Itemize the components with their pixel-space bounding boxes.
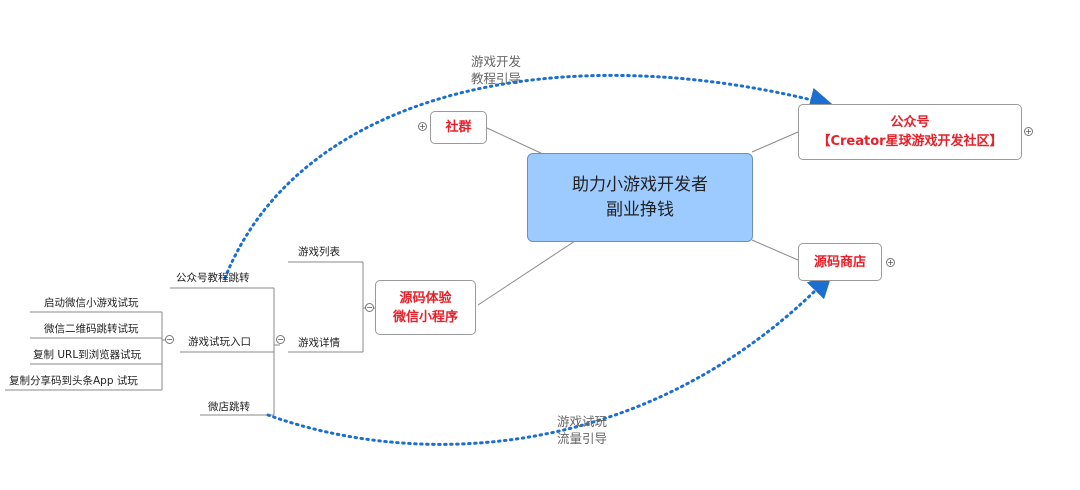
annotation-traffic-line1: 游戏试玩 [557, 414, 608, 429]
link-central-experience [477, 240, 576, 306]
central-topic-line2: 副业挣钱 [606, 199, 674, 220]
node-experience-line1: 源码体验 [399, 290, 452, 306]
annotation-tutorial: 游戏开发 教程引导 [471, 53, 521, 87]
collapse-toggle-icon[interactable]: − [365, 303, 374, 312]
link-central-store [751, 239, 799, 261]
central-topic[interactable]: 助力小游戏开发者 副业挣钱 [527, 153, 753, 242]
branch-trial-entry[interactable]: 游戏试玩入口 [188, 336, 251, 348]
collapse-toggle-icon[interactable]: − [276, 335, 285, 344]
link-trial-leaves [5, 311, 165, 391]
expand-toggle-icon[interactable]: + [1024, 127, 1033, 136]
relation-arrow-tutorial [223, 73, 834, 280]
node-source-store-label: 源码商店 [813, 254, 866, 270]
trial-leaf-copy-url[interactable]: 复制 URL到浏览器试玩 [33, 349, 142, 361]
trial-leaf-share-code[interactable]: 复制分享码到头条App 试玩 [9, 375, 138, 387]
trial-leaf-qrcode[interactable]: 微信二维码跳转试玩 [44, 323, 139, 335]
node-official-account-line2: 【Creator星球游戏开发社区】 [817, 134, 1003, 149]
node-community[interactable]: 社群 [430, 111, 487, 144]
link-central-official [751, 131, 799, 153]
expand-toggle-icon[interactable]: + [886, 258, 895, 267]
trial-leaf-wechat-launch[interactable]: 启动微信小游戏试玩 [44, 297, 139, 309]
link-detail-children [170, 287, 280, 416]
annotation-tutorial-line2: 教程引导 [471, 71, 522, 86]
node-source-store[interactable]: 源码商店 [798, 243, 882, 281]
relation-arrow-traffic [266, 273, 833, 446]
collapse-toggle-icon[interactable]: − [165, 335, 174, 344]
annotation-tutorial-line1: 游戏开发 [471, 54, 522, 69]
branch-store-jump[interactable]: 微店跳转 [208, 401, 250, 413]
node-community-label: 社群 [445, 120, 472, 135]
branch-oa-jump[interactable]: 公众号教程跳转 [176, 272, 250, 284]
node-official-account-line1: 公众号 [890, 115, 930, 130]
annotation-traffic-line2: 流量引导 [557, 431, 608, 446]
branch-game-detail[interactable]: 游戏详情 [298, 337, 340, 349]
central-topic-line1: 助力小游戏开发者 [572, 174, 708, 195]
expand-toggle-icon[interactable]: + [418, 122, 427, 131]
branch-game-list[interactable]: 游戏列表 [298, 246, 340, 258]
link-central-community [486, 127, 546, 156]
annotation-traffic: 游戏试玩 流量引导 [557, 413, 607, 447]
node-experience[interactable]: 源码体验 微信小程序 [375, 280, 476, 335]
node-official-account[interactable]: 公众号 【Creator星球游戏开发社区】 [798, 104, 1022, 160]
node-experience-line2: 微信小程序 [392, 309, 458, 325]
